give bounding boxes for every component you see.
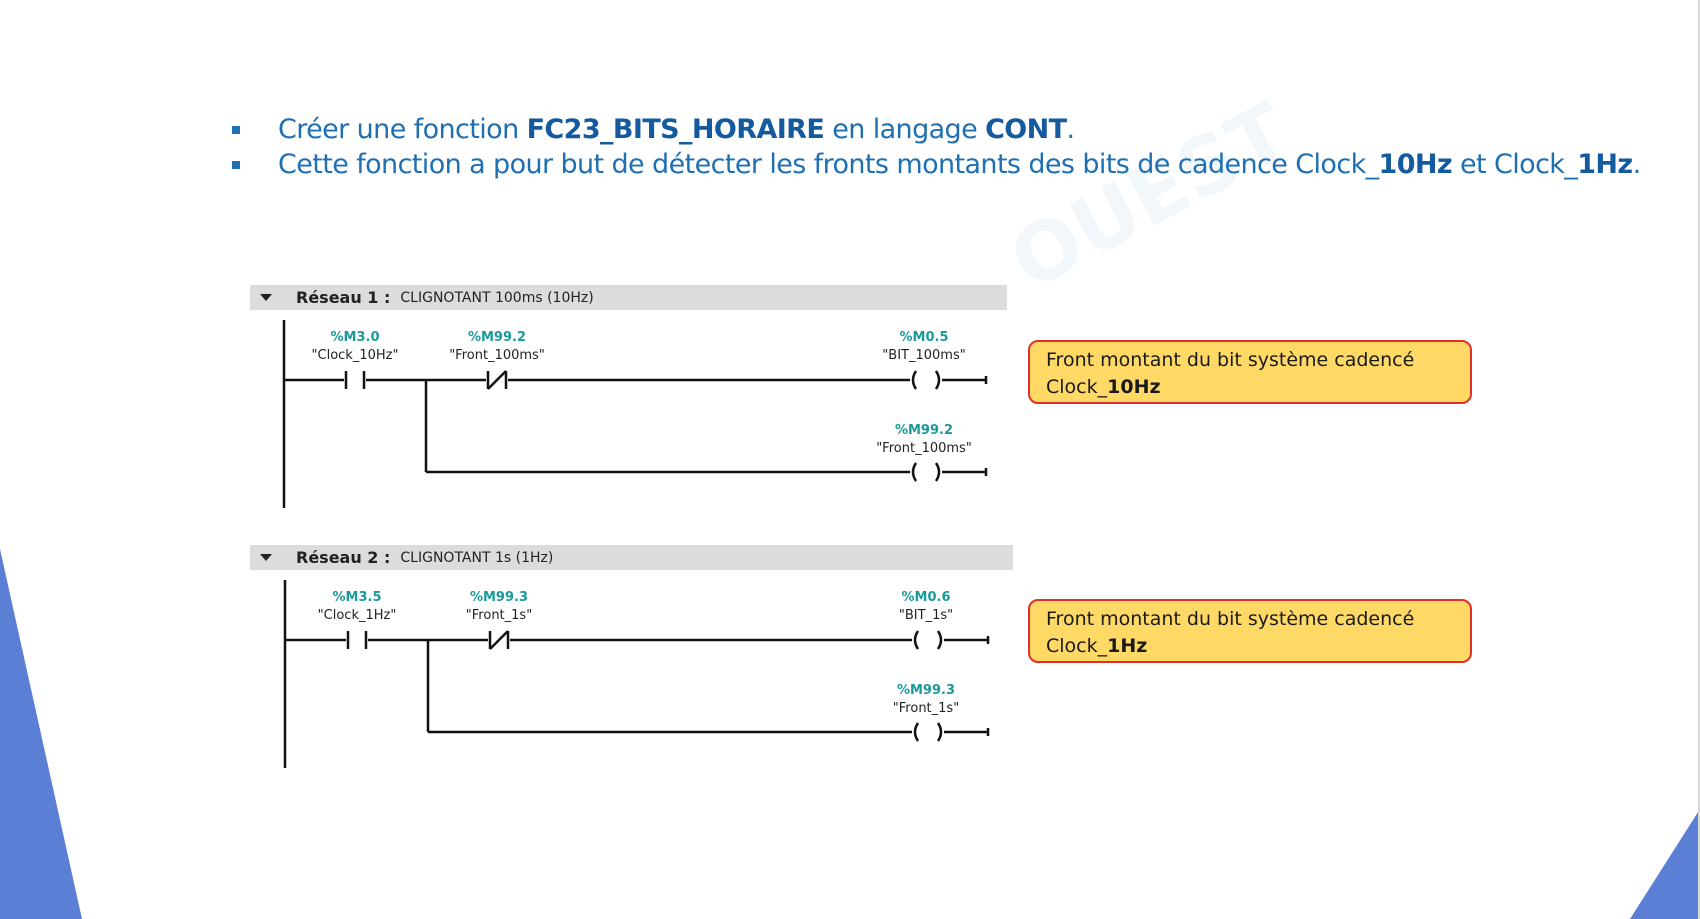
- collapse-triangle-icon[interactable]: [260, 554, 272, 561]
- contact-symbol: "Front_1s": [466, 608, 532, 623]
- coil-symbol-label: "Front_100ms": [876, 441, 972, 456]
- coil-symbol: [934, 462, 941, 482]
- note-line: Clock_10Hz: [1046, 376, 1161, 398]
- coil-symbol-label: "BIT_1s": [899, 608, 953, 623]
- network-title: Réseau 2 :: [296, 548, 391, 567]
- coil-symbol: [936, 630, 943, 650]
- network-comment: CLIGNOTANT 100ms (10Hz): [400, 289, 594, 306]
- callout-note-1hz: Front montant du bit système cadencé Clo…: [1028, 599, 1472, 663]
- coil-symbol: [934, 370, 941, 390]
- bullet-item: Cette fonction a pour but de détecter le…: [232, 147, 1641, 182]
- network-1-header[interactable]: Réseau 1 : CLIGNOTANT 100ms (10Hz): [250, 285, 1007, 310]
- contact-nc-symbol: [487, 370, 507, 390]
- network-2-header[interactable]: Réseau 2 : CLIGNOTANT 1s (1Hz): [250, 545, 1013, 570]
- contact-symbol: "Front_100ms": [449, 348, 545, 363]
- coil-symbol: [936, 722, 943, 742]
- coil-symbol: [913, 630, 920, 650]
- network-comment: CLIGNOTANT 1s (1Hz): [400, 549, 554, 566]
- coil-symbol: [913, 722, 920, 742]
- network-title: Réseau 1 :: [296, 288, 391, 307]
- contact-nc-symbol: [489, 630, 509, 650]
- contact-address: %M99.3: [470, 590, 528, 605]
- bullet-text: Créer une fonction FC23_BITS_HORAIRE en …: [278, 114, 1075, 145]
- bullet-square-icon: [232, 125, 240, 134]
- coil-address: %M99.3: [897, 683, 955, 698]
- coil-address: %M99.2: [895, 423, 953, 438]
- bullet-square-icon: [232, 160, 240, 169]
- contact-address: %M99.2: [468, 330, 526, 345]
- callout-note-10hz: Front montant du bit système cadencé Clo…: [1028, 340, 1472, 404]
- corner-decoration-right: [1630, 809, 1700, 919]
- slide-edge: [1698, 0, 1700, 919]
- bullet-item: Créer une fonction FC23_BITS_HORAIRE en …: [232, 112, 1641, 147]
- coil-symbol-label: "BIT_100ms": [882, 348, 965, 363]
- bullet-list: Créer une fonction FC23_BITS_HORAIRE en …: [232, 112, 1641, 182]
- note-line: Clock_1Hz: [1046, 635, 1148, 657]
- corner-decoration-left: [0, 549, 82, 919]
- collapse-triangle-icon[interactable]: [260, 294, 272, 301]
- contact-symbol: "Clock_1Hz": [318, 608, 397, 623]
- note-line: Front montant du bit système cadencé: [1046, 608, 1415, 630]
- contact-address: %M3.5: [333, 590, 382, 605]
- contact-address: %M3.0: [331, 330, 380, 345]
- coil-symbol: [911, 462, 918, 482]
- coil-symbol-label: "Front_1s": [893, 701, 959, 716]
- coil-address: %M0.5: [900, 330, 949, 345]
- contact-symbol: "Clock_10Hz": [312, 348, 399, 363]
- coil-address: %M0.6: [902, 590, 951, 605]
- note-line: Front montant du bit système cadencé: [1046, 349, 1415, 371]
- bullet-text: Cette fonction a pour but de détecter le…: [278, 149, 1641, 180]
- coil-symbol: [911, 370, 918, 390]
